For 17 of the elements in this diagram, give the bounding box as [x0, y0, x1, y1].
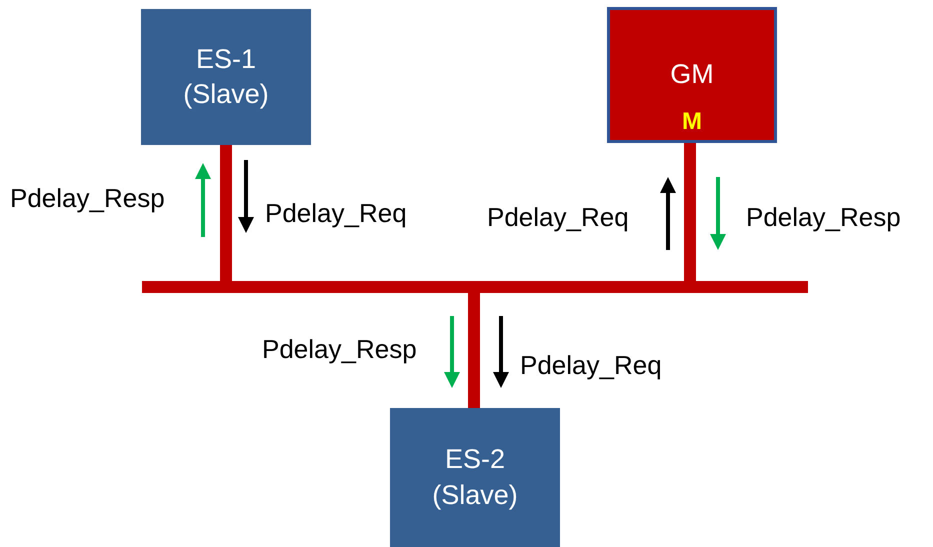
message-label: Pdelay_Resp [746, 204, 901, 230]
device-box [607, 7, 777, 143]
master-marker: M [681, 108, 703, 136]
link-line [468, 293, 480, 408]
message-label: Pdelay_Req [520, 352, 662, 378]
device-label: ES-2 (Slave) [431, 443, 519, 512]
message-label: Pdelay_Req [487, 204, 629, 230]
device-box [141, 9, 311, 145]
device-label: ES-1 (Slave) [182, 42, 270, 111]
bus-bar [142, 281, 808, 293]
message-label: Pdelay_Resp [10, 185, 165, 211]
message-label: Pdelay_Resp [262, 336, 417, 362]
link-line [684, 143, 696, 281]
device-box [390, 408, 560, 547]
link-line [220, 145, 232, 281]
device-label: GM [669, 58, 715, 92]
message-label: Pdelay_Req [265, 200, 407, 226]
